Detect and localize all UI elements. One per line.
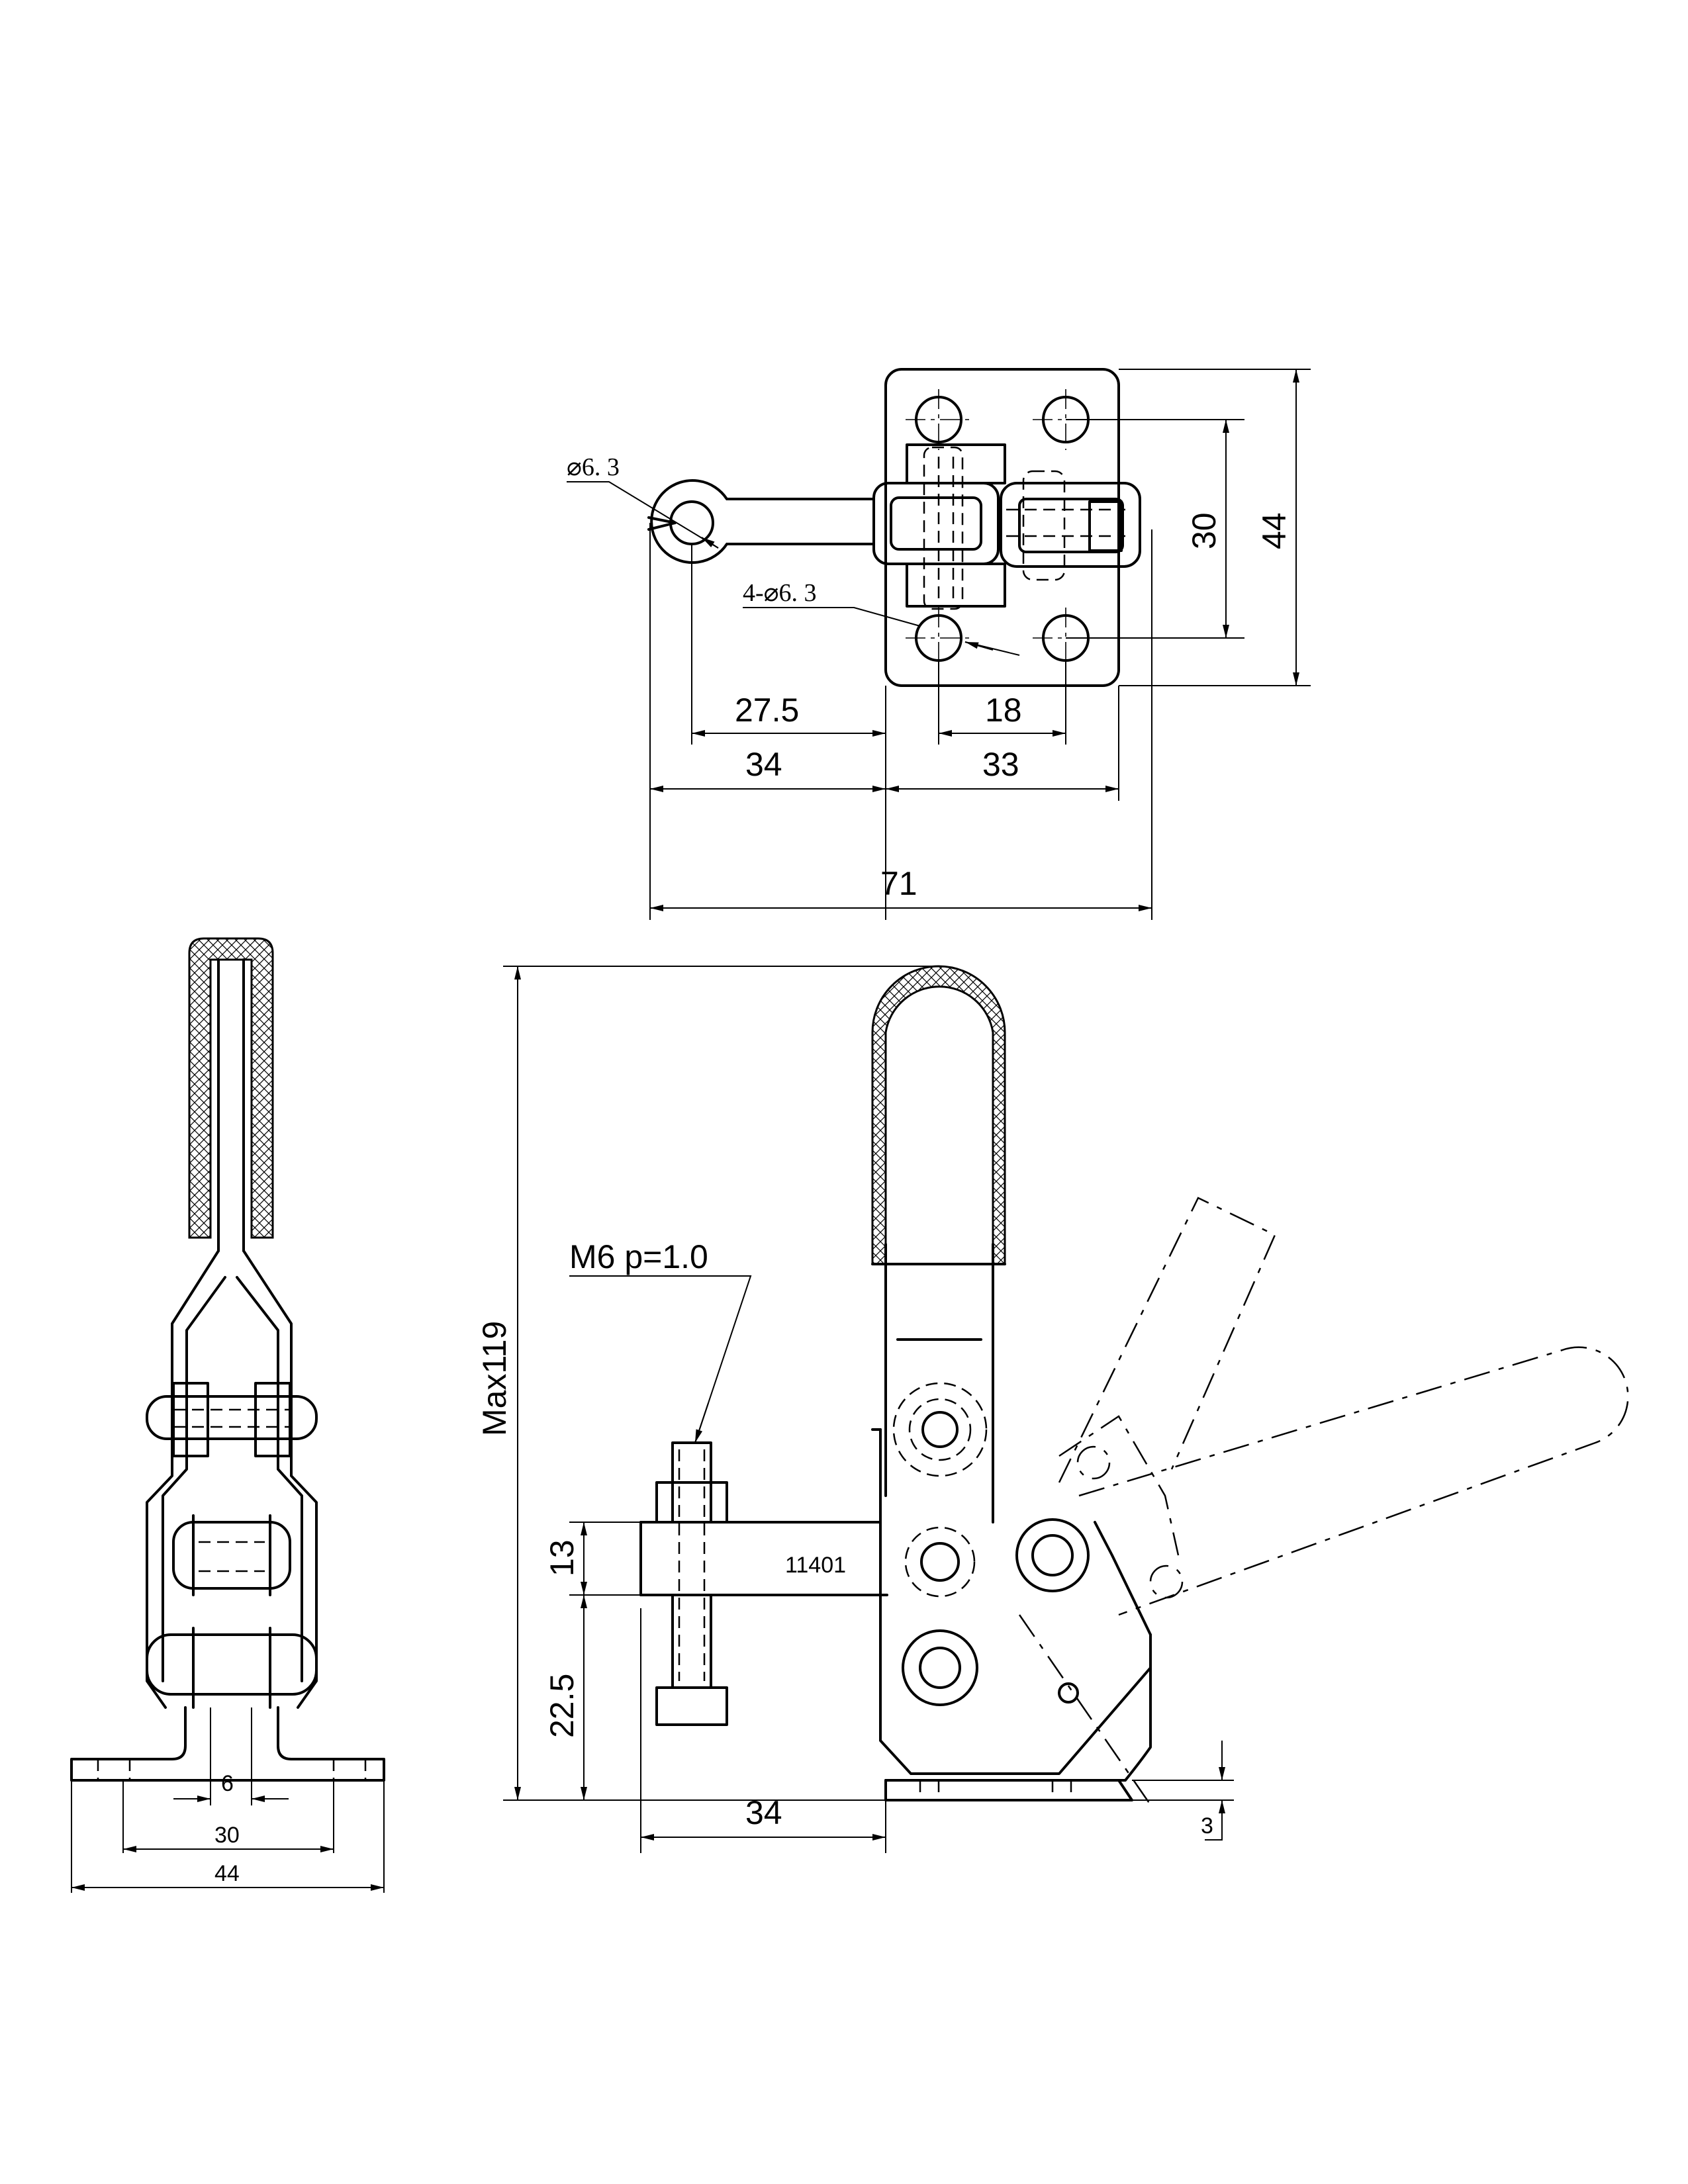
dim-34-side: 34 — [745, 1794, 782, 1831]
stop-pin-icon — [1058, 1682, 1079, 1704]
dim-6: 6 — [221, 1771, 234, 1796]
pin-hidden-lines — [937, 457, 955, 602]
base-plate-outline — [884, 368, 1120, 687]
base-flange — [884, 1779, 1133, 1801]
side-extension-lines — [503, 966, 1234, 1853]
dim-30-end: 30 — [214, 1823, 240, 1848]
slot-leader-line — [567, 481, 719, 549]
dim-30-top: 30 — [1186, 512, 1223, 549]
body-lip — [871, 1428, 882, 1524]
clamp-arm-outline — [727, 498, 875, 545]
end-base-holes-hidden — [97, 1759, 367, 1780]
end-fork-inner — [185, 1276, 279, 1391]
clamp-body-outline — [879, 1428, 1152, 1775]
dim-max119: Max119 — [476, 1321, 513, 1436]
handle-body — [884, 1263, 994, 1524]
end-base — [70, 1706, 385, 1782]
thread-leader — [569, 1275, 752, 1443]
dim-18: 18 — [985, 692, 1022, 729]
end-extension-lines — [71, 1707, 385, 1893]
slot-diameter-callout: ⌀6. 3 — [567, 453, 620, 481]
dim-27-5: 27.5 — [735, 692, 799, 729]
handle-hidden-lines — [1006, 508, 1125, 537]
slot-eye-outline — [650, 479, 728, 564]
mount-leader-line — [743, 607, 921, 627]
link-pivot-outer — [1015, 1518, 1090, 1592]
ghost-link — [1058, 1415, 1180, 1556]
end-fork-outer — [171, 1250, 293, 1391]
dim-33: 33 — [982, 746, 1019, 783]
extension-lines — [649, 523, 1152, 920]
clamp-arm — [639, 1521, 888, 1596]
end-view: 6 30 44 — [70, 937, 385, 1893]
end-pin-lower — [146, 1633, 318, 1696]
upper-pivot-hidden — [908, 1398, 972, 1461]
dim-13: 13 — [543, 1539, 581, 1576]
lower-pivot-icon — [919, 1647, 961, 1689]
end-handle-core — [217, 958, 245, 1252]
base-edge — [884, 1633, 1152, 1782]
lower-pivot-outer — [902, 1629, 978, 1706]
handle-shaft — [884, 1243, 994, 1365]
handle-link-outer — [1000, 482, 1141, 568]
pivot-cap-bottom — [906, 563, 1006, 608]
dim-44-end: 44 — [214, 1861, 240, 1886]
end-body-inner — [162, 1388, 303, 1682]
side-view: 11401 M6 p=1.0 Max119 13 22.5 34 — [476, 965, 1629, 1853]
arm-pivot-hidden — [904, 1526, 976, 1598]
spindle-thread-hidden — [678, 1449, 706, 1681]
mount-holes-callout: 4-⌀6. 3 — [743, 579, 817, 607]
ghost-handle-up — [1058, 1197, 1276, 1483]
extension-lines-h — [1066, 369, 1311, 686]
part-number: 11401 — [785, 1553, 846, 1578]
spindle-bottom — [671, 1594, 712, 1689]
dim-22-5: 22.5 — [543, 1674, 581, 1738]
top-view: ⌀6. 3 4-⌀6. 3 27.5 18 34 33 71 30 44 — [567, 368, 1311, 920]
end-handle-grip — [188, 937, 274, 1239]
ghost-pivot-icon — [1076, 1445, 1111, 1480]
ghost-handle-side — [1078, 1346, 1629, 1616]
thread-callout: M6 p=1.0 — [569, 1238, 708, 1275]
ghost-pivot-icon — [1149, 1565, 1184, 1599]
handle-link-end — [1088, 500, 1123, 552]
dim-71: 71 — [880, 865, 917, 902]
link-pivot-icon — [1031, 1534, 1074, 1576]
pivot-pin-hidden — [923, 446, 964, 610]
upper-pivot-icon — [921, 1411, 959, 1448]
pivot-block-outer — [872, 482, 1000, 565]
dim-3: 3 — [1201, 1813, 1213, 1839]
flange-holes-hidden — [919, 1780, 1072, 1800]
pivot-block-inner — [890, 496, 982, 551]
handle-grip — [871, 965, 1006, 1265]
spindle-nut-lower — [655, 1686, 728, 1726]
handle-link-inner — [1018, 498, 1124, 553]
end-pin-middle — [172, 1521, 291, 1590]
handle-pin-hidden — [1022, 470, 1066, 581]
arm-pivot-icon — [920, 1542, 960, 1582]
handle-grip-edge — [871, 1263, 1006, 1341]
dim-44-top: 44 — [1256, 512, 1293, 549]
slot-opening — [647, 516, 677, 531]
end-pin-upper — [146, 1395, 318, 1440]
spindle-nut-upper — [655, 1481, 728, 1524]
pivot-cap-top — [906, 443, 1006, 484]
dim-34-top: 34 — [745, 746, 782, 783]
